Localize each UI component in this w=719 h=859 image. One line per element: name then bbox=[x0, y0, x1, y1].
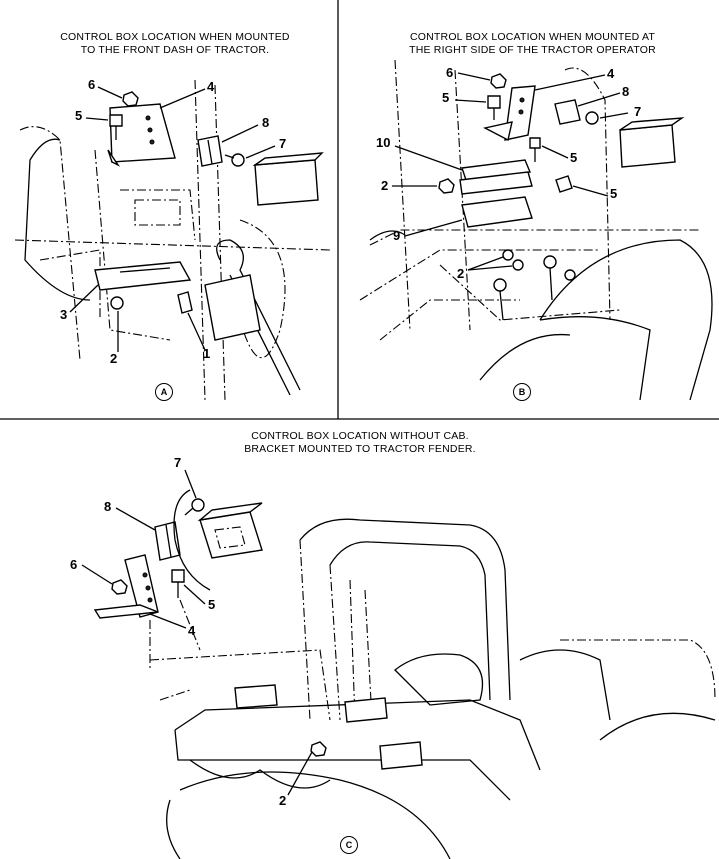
callout-a-knob-7: 7 bbox=[279, 136, 287, 151]
view-a-illustration bbox=[14, 79, 331, 401]
callout-b-spacer-10: 10 bbox=[376, 135, 391, 150]
callout-c-nut-6: 6 bbox=[70, 557, 78, 572]
callout-a-bolt-5: 5 bbox=[75, 108, 83, 123]
callout-c-hinge-8: 8 bbox=[104, 499, 112, 514]
callout-b-bolt-5c: 5 bbox=[610, 186, 618, 201]
callout-b-nut-2a: 2 bbox=[381, 178, 389, 193]
view-b-badge: B bbox=[513, 383, 531, 401]
view-c-illustration bbox=[81, 469, 716, 859]
callout-c-bolt-5: 5 bbox=[208, 597, 216, 612]
view-b-illustration bbox=[359, 59, 713, 401]
callout-a-hinge-8: 8 bbox=[262, 115, 270, 130]
callout-b-plate-9: 9 bbox=[393, 228, 401, 243]
view-b-title: CONTROL BOX LOCATION WHEN MOUNTED AT THE… bbox=[409, 31, 656, 56]
callout-b-bolt-5b: 5 bbox=[570, 150, 578, 165]
callout-a-nut-6: 6 bbox=[88, 77, 96, 92]
callout-a-bracket-4: 4 bbox=[207, 79, 215, 94]
callout-b-bolt-5a: 5 bbox=[442, 90, 450, 105]
view-c-badge: C bbox=[340, 836, 358, 854]
callout-c-nut-2: 2 bbox=[279, 793, 287, 808]
callout-c-bracket-4: 4 bbox=[188, 623, 196, 638]
callout-a-nut-2: 2 bbox=[110, 351, 118, 366]
callout-b-bracket-4: 4 bbox=[607, 66, 615, 81]
callout-b-knob-7: 7 bbox=[634, 104, 642, 119]
callout-b-nut-6: 6 bbox=[446, 65, 454, 80]
view-c-title: CONTROL BOX LOCATION WITHOUT CAB. BRACKE… bbox=[244, 430, 476, 455]
callout-c-knob-7: 7 bbox=[174, 455, 182, 470]
callout-b-nut-2b: 2 bbox=[457, 266, 465, 281]
view-a-title: CONTROL BOX LOCATION WHEN MOUNTED TO THE… bbox=[60, 31, 290, 56]
callout-a-plate-3: 3 bbox=[60, 307, 68, 322]
callout-b-hinge-8: 8 bbox=[622, 84, 630, 99]
view-a-badge: A bbox=[155, 383, 173, 401]
callout-a-bolt-1: 1 bbox=[203, 346, 211, 361]
